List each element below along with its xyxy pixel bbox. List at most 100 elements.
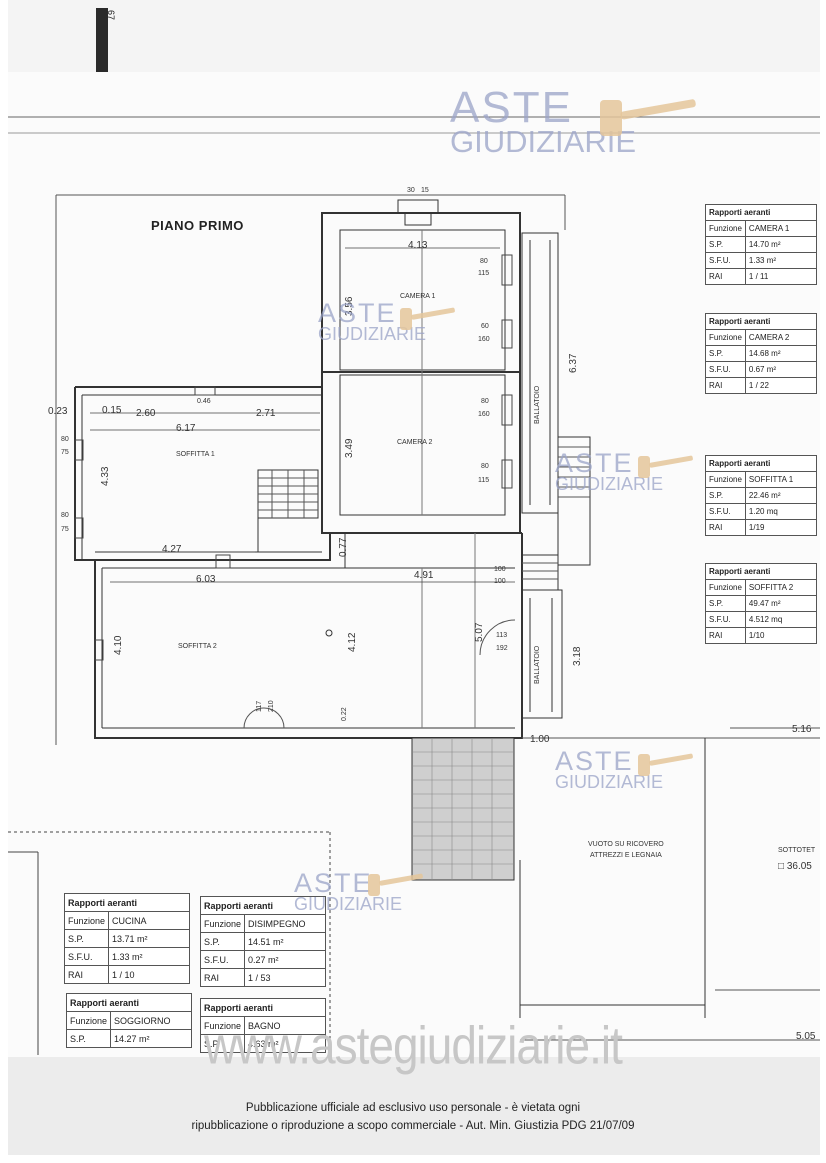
value-sfu: 1.20 mq (744, 503, 817, 520)
plan-title: PIANO PRIMO (151, 218, 244, 233)
row-label-rai: RAI (63, 965, 110, 984)
row-label-sfu: S.F.U. (705, 503, 746, 520)
dim-113: 113 (496, 632, 508, 639)
table-header: Rapporti aeranti (705, 313, 817, 330)
room-label-vuoto-2: ATTREZZI E LEGNAIA (590, 852, 662, 859)
value-sfu: 4.512 mq (744, 611, 817, 628)
watermark-aste-4: ASTE GIUDIZIARIE (555, 748, 663, 792)
value-sp: 14.70 m² (744, 236, 817, 253)
value-sp: 14.27 m² (110, 1029, 193, 1048)
value-sfu: 1.33 m² (744, 252, 817, 269)
watermark-line1: ASTE (294, 868, 373, 898)
gavel-icon (638, 753, 693, 776)
dim-80-s2: 80 (61, 512, 69, 519)
dim-192: 192 (496, 645, 508, 652)
value-funzione: DISIMPEGNO (244, 914, 327, 933)
value-rai: 1 / 22 (744, 377, 817, 394)
dim-117: 117 (256, 700, 263, 712)
value-rai: 1 / 53 (244, 968, 327, 987)
watermark-line1: ASTE (555, 448, 634, 478)
table-header: Rapporti aeranti (63, 893, 191, 912)
dim-3-18: 3.18 (572, 646, 583, 666)
table-header: Rapporti aeranti (705, 455, 817, 472)
dim-160-a: 160 (478, 336, 490, 343)
row-label-rai: RAI (705, 377, 746, 394)
value-sp: 4.63 m² (244, 1034, 327, 1053)
row-label-rai: RAI (705, 268, 746, 285)
row-label-funzione: Funzione (705, 220, 746, 237)
watermark-aste-2: ASTE GIUDIZIARIE (318, 300, 427, 344)
dim-4-10: 4.10 (113, 635, 124, 655)
value-sfu: 0.67 m² (744, 361, 817, 378)
watermark-line2: GIUDIZIARIE (318, 324, 427, 344)
row-label-sfu: S.F.U. (705, 611, 746, 628)
value-rai: 1 / 10 (108, 965, 191, 984)
table-header: Rapporti aeranti (705, 563, 817, 580)
watermark-aste-5: ASTE GIUDIZIARIE (294, 868, 402, 914)
sottotetto-level: □ 36.05 (778, 861, 812, 872)
dim-chimney-b: 15 (421, 187, 429, 194)
dim-5-07: 5.07 (474, 622, 485, 642)
row-label-funzione: Funzione (199, 914, 246, 933)
value-funzione: CUCINA (108, 911, 191, 930)
value-sp: 49.47 m² (744, 595, 817, 612)
value-sfu: 1.33 m² (108, 947, 191, 966)
row-label-rai: RAI (705, 519, 746, 536)
dim-5-05: 5.05 (796, 1031, 816, 1042)
row-label-rai: RAI (705, 627, 746, 644)
dim-0-23: 0.23 (48, 406, 68, 417)
dim-0-77: 0.77 (338, 537, 349, 557)
row-label-sp: S.P. (63, 929, 110, 948)
row-label-rai: RAI (199, 968, 246, 987)
footer-line1: Pubblicazione ufficiale ad esclusivo uso… (245, 1102, 581, 1114)
row-label-sp: S.P. (705, 487, 746, 504)
dim-5-16: 5.16 (792, 724, 812, 735)
room-label-sottotetto: SOTTOTET (778, 847, 816, 854)
dim-2-60: 2.60 (136, 408, 156, 419)
value-sp: 22.46 m² (744, 487, 817, 504)
row-label-sp: S.P. (199, 932, 246, 951)
dim-6-37: 6.37 (568, 353, 579, 373)
row-label-sp: S.P. (705, 236, 746, 253)
dim-6-17: 6.17 (176, 423, 196, 434)
dim-4-13: 4.13 (408, 240, 428, 251)
dim-3-49: 3.49 (344, 438, 355, 458)
watermark-aste-3: ASTE GIUDIZIARIE (555, 448, 663, 494)
gavel-icon (400, 307, 455, 330)
value-rai: 1 / 11 (744, 268, 817, 285)
value-rai: 1/10 (744, 627, 817, 644)
row-label-funzione: Funzione (705, 579, 746, 596)
table-header: Rapporti aeranti (65, 993, 193, 1012)
row-label-sfu: S.F.U. (705, 252, 746, 269)
dim-80-a: 80 (480, 258, 488, 265)
row-label-sp: S.P. (705, 345, 746, 362)
value-funzione: CAMERA 2 (744, 329, 817, 346)
footer-line2: ripubblicazione o riproduzione a scopo c… (191, 1120, 635, 1132)
row-label-sfu: S.F.U. (705, 361, 746, 378)
room-label-ballatoio-top: BALLATOIO (534, 385, 541, 424)
dim-1-00: 1.00 (530, 734, 550, 745)
value-funzione: SOFFITTA 2 (744, 579, 817, 596)
dim-160-b: 160 (478, 411, 490, 418)
site-watermark: www.astegiudiziarie.it (204, 1015, 623, 1075)
watermark-aste-main: ASTE GIUDIZIARIE (450, 86, 636, 158)
row-label-funzione: Funzione (705, 471, 746, 488)
room-label-camera1: CAMERA 1 (400, 293, 436, 300)
row-label-funzione: Funzione (63, 911, 110, 930)
value-sfu: 0.27 m² (244, 950, 327, 969)
dim-chimney-a: 30 (407, 187, 415, 194)
value-funzione: CAMERA 1 (744, 220, 817, 237)
row-label-sp: S.P. (705, 595, 746, 612)
dim-4-91: 4.91 (414, 570, 434, 581)
dim-210: 210 (268, 700, 275, 712)
binding-bar (96, 8, 108, 72)
dim-0-46: 0.46 (197, 398, 211, 405)
room-label-soffitta1: SOFFITTA 1 (176, 451, 215, 458)
dim-75-s2: 75 (61, 526, 69, 533)
